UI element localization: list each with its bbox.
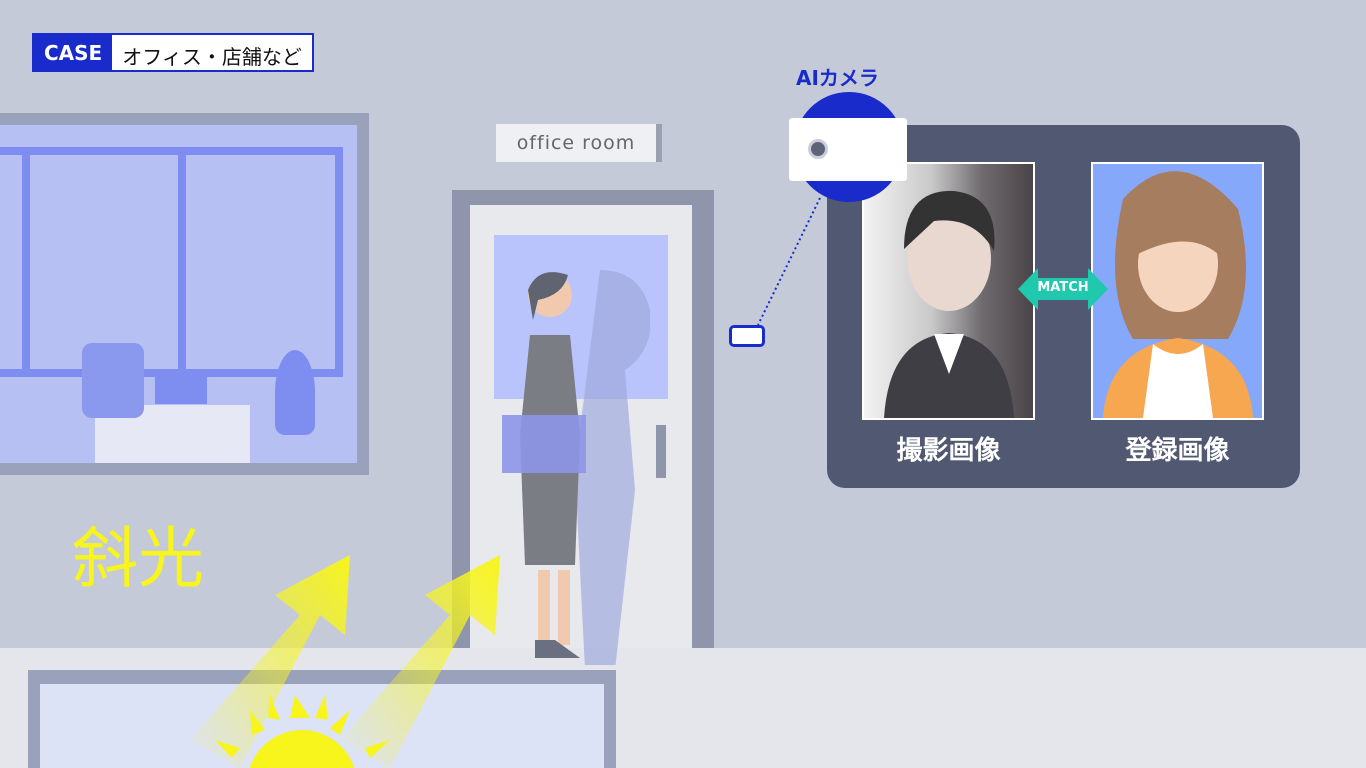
case-label: オフィス・店舗など	[112, 35, 312, 70]
match-label: MATCH	[1037, 280, 1089, 295]
light-rays	[190, 555, 500, 768]
laptop	[155, 370, 207, 404]
woman-figure	[502, 270, 650, 665]
double-arrow-icon	[1018, 268, 1108, 310]
registered-label: 登録画像	[1125, 436, 1230, 466]
case-badge: CASE オフィス・店舗など	[32, 33, 314, 72]
match-arrow: MATCH	[1018, 268, 1108, 310]
oblique-light-label: 斜光	[72, 520, 204, 597]
light-arrow-icon	[340, 555, 500, 768]
woman-portrait	[1103, 171, 1253, 418]
office-window	[0, 113, 369, 475]
captured-label: 撮影画像	[896, 436, 1001, 466]
camera-label: AIカメラ	[796, 66, 879, 90]
door-handle	[656, 425, 666, 478]
light-arrow-icon	[190, 555, 350, 768]
chair	[82, 343, 144, 418]
camera-lens-icon	[808, 139, 828, 159]
sun-icon	[215, 695, 390, 768]
ai-camera	[789, 118, 907, 181]
captured-photo	[862, 162, 1035, 420]
door-sign: office room	[496, 124, 662, 162]
card-reader	[729, 325, 765, 347]
plant	[275, 350, 315, 435]
camera-link-line	[757, 197, 821, 326]
registered-photo	[1091, 162, 1264, 420]
man-portrait	[884, 190, 1014, 418]
case-tag: CASE	[34, 35, 113, 70]
